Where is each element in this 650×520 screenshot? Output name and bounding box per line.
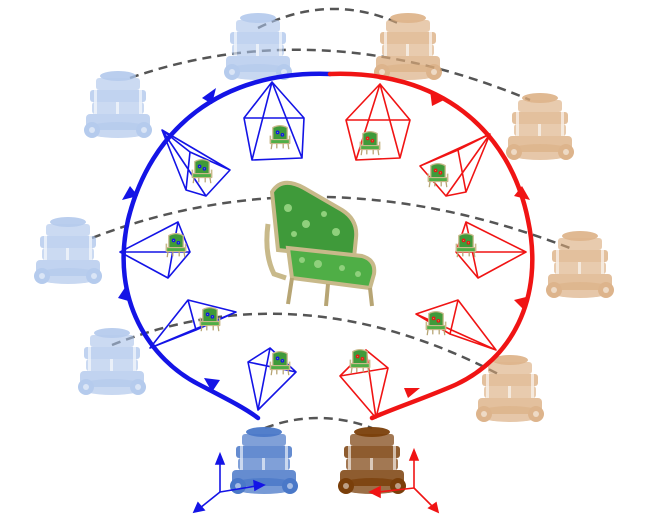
armchair-legs: [286, 277, 374, 307]
arrow-right-4: [404, 388, 420, 398]
arrow-right-1: [430, 90, 444, 106]
arrow-left-3: [118, 286, 132, 302]
coordinate-frame-red: [368, 447, 440, 514]
camera-frustum-blue-upper: [161, 129, 231, 197]
dashed-link-middle: [91, 195, 576, 252]
dashed-link-lower: [111, 312, 501, 377]
trajectories: [121, 71, 535, 421]
left-trajectory: [121, 71, 333, 421]
camera-frustum-blue-mid: [119, 221, 191, 279]
camera-frustum-red-lower: [415, 299, 497, 351]
direction-arrows: [118, 88, 530, 398]
armchair-back: [269, 180, 359, 261]
arrow-left-4: [204, 378, 220, 392]
robot-start-orange: [338, 427, 406, 494]
camera-frustum-red-mid: [455, 221, 527, 279]
robot-pose-top-left: [224, 13, 292, 80]
robot-start-blue: [230, 427, 298, 494]
camera-frustums: [119, 81, 527, 419]
armchair-pattern: [284, 204, 361, 277]
camera-frustum-red-upper: [419, 133, 491, 197]
armchair-arm: [264, 223, 287, 281]
camera-frustum-blue-top: [243, 81, 305, 161]
robot-pose-top-right: [374, 13, 442, 80]
camera-frustum-red-bottom: [339, 348, 389, 419]
camera-frustum-blue-bottom: [247, 347, 297, 411]
robot-pose-mid-left: [34, 217, 102, 284]
robot-pose-lower-left: [78, 328, 146, 395]
robot-pose-upper-left: [84, 71, 152, 138]
armchair-seat: [285, 245, 377, 291]
right-trajectory: [327, 71, 535, 421]
arrow-right-3: [514, 296, 530, 310]
robot-pose-upper-right: [506, 93, 574, 160]
center-armchair: [264, 180, 377, 307]
camera-frustum-red-top: [345, 83, 411, 161]
arrow-right-2: [514, 186, 530, 200]
coordinate-frame-blue: [192, 451, 266, 514]
dashed-link-bottom: [264, 416, 373, 430]
arrow-left-2: [122, 186, 138, 200]
robot-pose-mid-right: [546, 231, 614, 298]
arrow-left-1: [202, 88, 216, 104]
camera-frustum-blue-lower: [149, 299, 237, 349]
dashed-link-upper: [129, 48, 531, 102]
